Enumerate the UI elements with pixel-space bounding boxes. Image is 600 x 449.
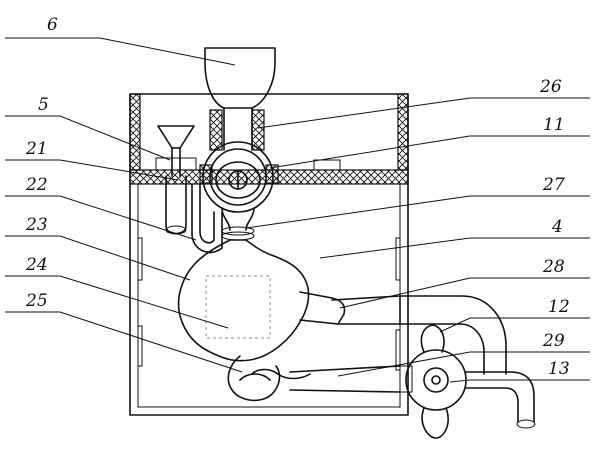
lower-bulb — [227, 355, 311, 402]
label-6: 6 — [47, 15, 58, 35]
label-29: 29 — [542, 331, 565, 351]
outlet-arm-upper — [299, 291, 401, 325]
rotary-valve — [199, 141, 279, 213]
label-11: 11 — [543, 115, 565, 135]
outlet-arm-lower — [289, 365, 413, 393]
connecting-tube — [191, 183, 223, 254]
flask-neck — [221, 207, 255, 241]
part-labels: 6 26 5 11 21 22 27 23 4 24 28 25 12 29 1… — [25, 15, 570, 379]
wall-rails — [137, 237, 401, 371]
label-4: 4 — [551, 217, 563, 237]
vent-cap — [313, 159, 341, 171]
label-27: 27 — [542, 175, 565, 195]
label-12: 12 — [548, 297, 570, 317]
pump — [405, 324, 536, 439]
small-funnel — [155, 125, 197, 177]
label-24: 24 — [25, 255, 48, 275]
label-13: 13 — [548, 359, 570, 379]
label-28: 28 — [542, 257, 565, 277]
leader-lines — [5, 37, 590, 383]
tube-left — [165, 175, 187, 235]
label-23: 23 — [25, 215, 48, 235]
label-21: 21 — [25, 139, 48, 159]
label-26: 26 — [539, 77, 562, 97]
hopper — [204, 47, 276, 151]
label-5: 5 — [38, 95, 49, 115]
label-25: 25 — [25, 291, 48, 311]
flask-body — [177, 239, 310, 362]
label-22: 22 — [25, 175, 48, 195]
